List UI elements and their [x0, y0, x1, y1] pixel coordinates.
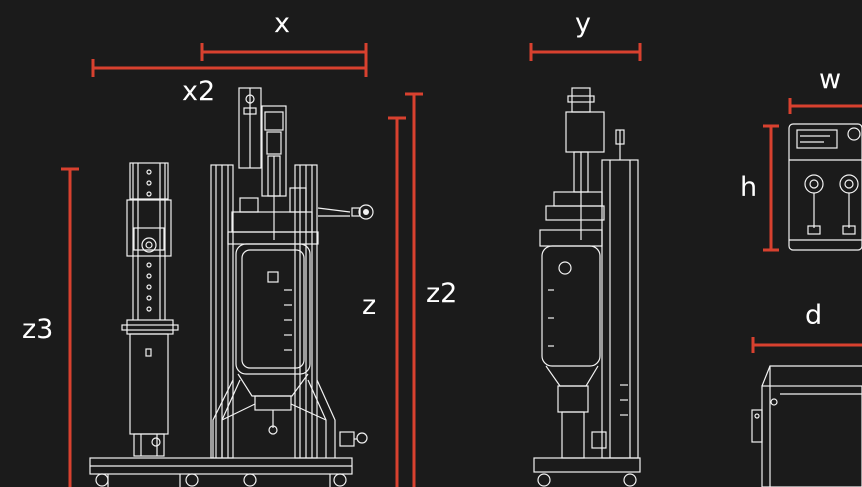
- reactor-side: [533, 87, 641, 487]
- control-box-front: [788, 123, 862, 251]
- dimension-w: [788, 98, 862, 114]
- label-w: w: [819, 64, 842, 95]
- label-x: x: [274, 8, 290, 39]
- label-z2: z2: [426, 278, 458, 309]
- dimension-x: [200, 43, 368, 61]
- reactor-front: [89, 87, 374, 487]
- dimension-z3: [61, 167, 79, 487]
- dimension-d: [751, 337, 862, 353]
- control-box-side: [751, 365, 862, 487]
- dimension-h: [763, 124, 779, 252]
- label-x2: x2: [182, 76, 216, 107]
- label-d: d: [805, 300, 823, 331]
- dimension-x2: [91, 59, 368, 77]
- dimension-z: [388, 116, 406, 487]
- label-y: y: [575, 8, 591, 39]
- label-z: z: [362, 290, 377, 321]
- label-h: h: [740, 172, 758, 203]
- column-unit: [121, 162, 179, 457]
- label-z3: z3: [22, 314, 54, 345]
- dimension-y: [529, 43, 642, 61]
- dimension-z2: [405, 92, 423, 487]
- dimension-lines: [61, 43, 862, 487]
